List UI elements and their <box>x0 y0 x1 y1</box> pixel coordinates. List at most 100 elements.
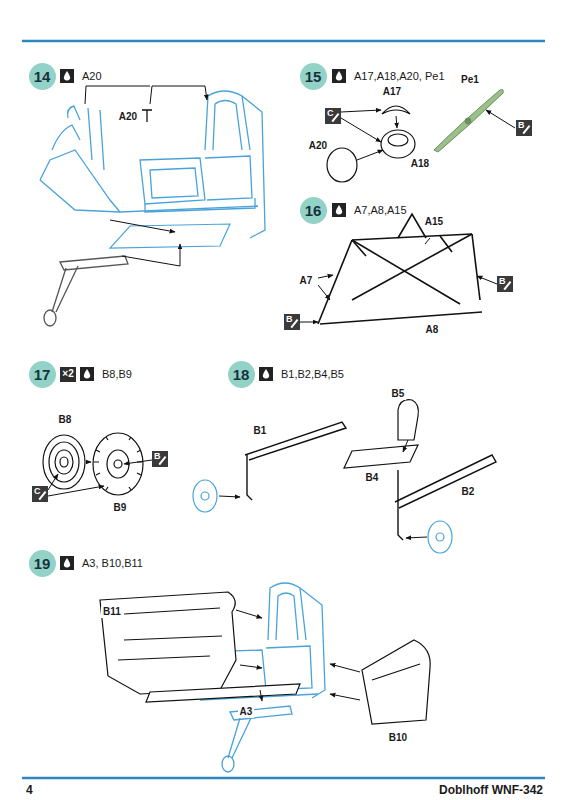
wheel-hub-b8 <box>49 442 79 482</box>
control-assembly <box>40 150 120 212</box>
pin-part <box>142 110 152 122</box>
paint-code-box: B <box>497 276 513 292</box>
assembly-arrow <box>425 238 430 244</box>
brush-symbol <box>523 126 529 134</box>
node-text: B <box>286 315 293 324</box>
control-assembly <box>40 106 120 212</box>
assembly-arrow <box>150 86 207 104</box>
a18-part <box>381 130 415 158</box>
landing-leg <box>222 756 234 772</box>
node-text: 15 <box>305 69 322 84</box>
assembly-arrow <box>330 664 360 672</box>
assembly-arrow <box>219 496 240 497</box>
windscreen-b5 <box>398 400 418 440</box>
step-number: 18 <box>228 361 255 388</box>
brush-symbol <box>504 282 510 290</box>
assembly-arrow <box>260 690 262 701</box>
pin-part <box>142 110 152 122</box>
footer-text: Doblhoff WNF-342 <box>437 783 545 797</box>
assembly-arrow <box>341 118 381 142</box>
a20-part <box>327 148 357 182</box>
part-label: B4 <box>364 472 381 484</box>
node-text: 14 <box>34 69 51 84</box>
part-label: A18 <box>409 158 431 170</box>
landing-leg <box>228 716 252 758</box>
node-text: C <box>34 487 41 496</box>
step-number: 15 <box>300 63 327 90</box>
a18-part <box>381 130 415 158</box>
node-text: B <box>518 121 525 130</box>
landing-leg <box>52 266 78 312</box>
a18-part <box>388 134 408 146</box>
brush-symbol <box>159 457 165 465</box>
glue-icon <box>336 205 342 215</box>
assembly-arrow <box>48 460 152 496</box>
step-number: 14 <box>29 63 56 90</box>
strut-b1 <box>245 422 346 500</box>
wheel-assembly <box>193 480 452 553</box>
strut-frame <box>318 240 352 324</box>
cockpit-assembly <box>276 593 298 640</box>
parts-list: A17,A18,A20, Pe1 <box>352 70 447 83</box>
step-number: 17 <box>29 361 56 388</box>
landing-leg <box>44 256 128 326</box>
cockpit-assembly <box>300 588 325 698</box>
part-label: B9 <box>112 502 129 514</box>
assembly-arrow <box>86 462 91 463</box>
wheel-assembly <box>428 521 452 553</box>
glue-icon <box>60 69 74 83</box>
floor-plate-a <box>110 224 230 248</box>
paint-code-box: B <box>152 451 168 467</box>
glue-icon <box>60 69 346 570</box>
assembly-arrow <box>236 610 360 701</box>
tyre-b9 <box>94 437 142 490</box>
glue-icon <box>84 369 90 379</box>
assembly-arrow <box>477 276 497 284</box>
assembly-arrow <box>341 110 381 112</box>
assembly-arrow <box>240 665 262 668</box>
a17-part <box>382 106 410 114</box>
page-rule <box>22 777 545 780</box>
paint-code-box: B <box>284 314 300 330</box>
cockpit-frame <box>150 168 198 198</box>
a17-part <box>382 106 410 114</box>
brush-symbol <box>39 492 45 500</box>
glue-icon <box>80 367 94 381</box>
assembly-arrow <box>403 440 408 452</box>
part-label: B11 <box>101 606 123 618</box>
assembly-arrow <box>341 110 515 160</box>
node-text: 17 <box>34 367 51 382</box>
cockpit-frame <box>120 91 265 238</box>
node-text: 18 <box>233 367 250 382</box>
landing-leg <box>44 310 56 326</box>
glue-icon <box>332 203 346 217</box>
assembly-arrow <box>318 275 333 278</box>
part-label: A20 <box>117 111 139 123</box>
step-number: 16 <box>300 197 327 224</box>
node-text: B <box>154 452 161 461</box>
part-label: B2 <box>460 486 477 498</box>
side-panel-b11 <box>100 592 236 694</box>
cockpit-assembly <box>266 646 312 690</box>
part-label: Pe1 <box>459 74 481 86</box>
strut-b1 <box>247 455 252 500</box>
tyre-b9 <box>93 433 143 495</box>
propeller-pe1 <box>434 89 503 152</box>
part-label: B5 <box>390 388 407 400</box>
glue-icon <box>263 369 269 379</box>
glue-icon <box>332 69 346 83</box>
paint-code-box: C <box>325 108 341 124</box>
strut-frame <box>320 312 482 324</box>
page-rule <box>22 40 545 43</box>
paint-code-box: B <box>516 120 532 136</box>
glue-icon <box>336 71 342 81</box>
brush-symbol <box>291 320 297 328</box>
part-label: A7 <box>298 275 315 287</box>
quantity-badge: ×2 <box>60 367 75 382</box>
assembly-arrow <box>48 486 104 496</box>
control-assembly <box>68 106 80 120</box>
node-text: 16 <box>305 203 322 218</box>
node-text: B <box>499 277 506 286</box>
side-panel-b11 <box>100 592 236 694</box>
